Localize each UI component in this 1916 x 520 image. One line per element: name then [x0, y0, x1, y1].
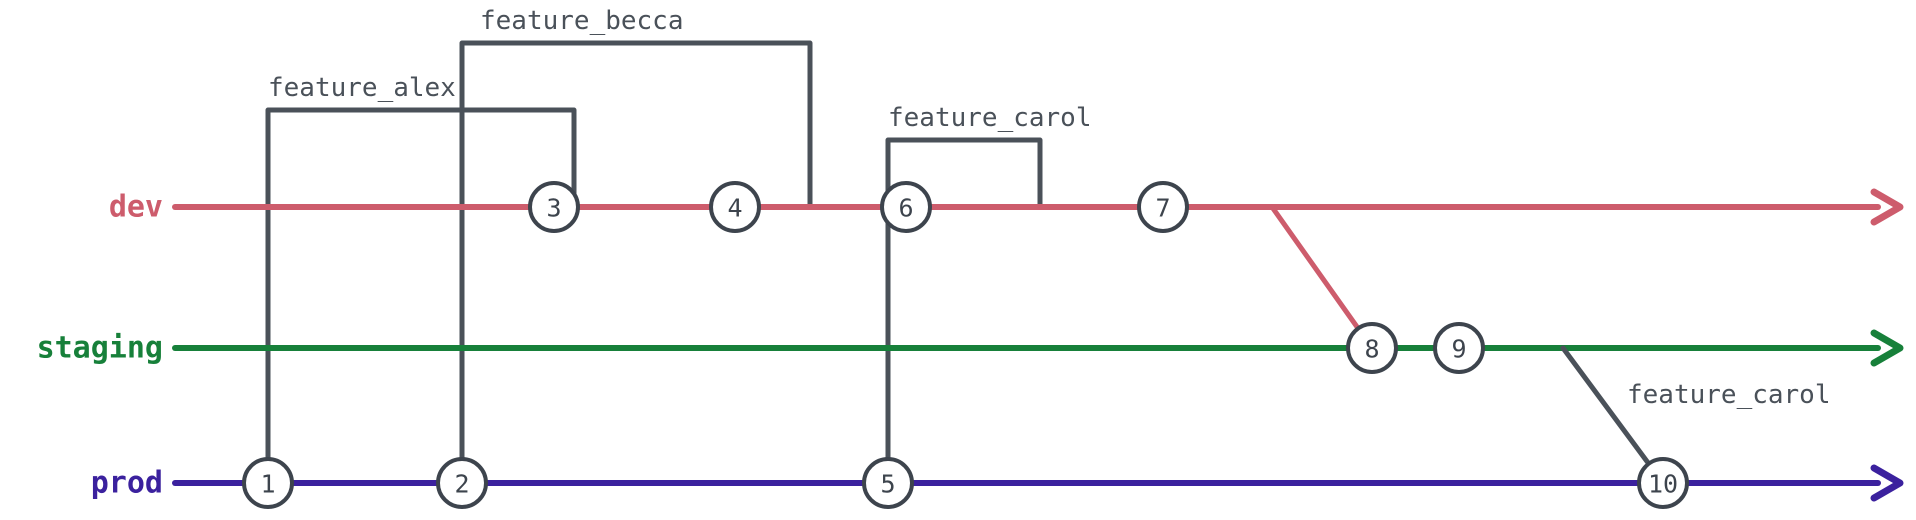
- merge-line-dev-to-staging: [1269, 204, 1375, 351]
- commit-hitbox-2[interactable]: [438, 459, 486, 507]
- lane-arrowhead-icon: [1870, 329, 1904, 367]
- commit-node-10[interactable]: [1637, 457, 1689, 509]
- commit-hitbox-3[interactable]: [530, 183, 578, 231]
- lane-label-prod: prod: [90, 465, 163, 501]
- commit-hitbox-8[interactable]: [1348, 324, 1396, 372]
- commit-hitbox-1[interactable]: [244, 459, 292, 507]
- commit-node-8[interactable]: [1346, 322, 1398, 374]
- commit-node-3[interactable]: [528, 181, 580, 233]
- lane-label-staging: staging: [36, 330, 163, 366]
- commit-hitbox-9[interactable]: [1435, 324, 1483, 372]
- lane-arrowhead-icon: [1870, 464, 1904, 502]
- commit-hitbox-6[interactable]: [882, 183, 930, 231]
- commit-hitbox-5[interactable]: [864, 459, 912, 507]
- commit-node-7[interactable]: [1137, 181, 1189, 233]
- lane-arrowhead-icon: [1870, 188, 1904, 226]
- branch-path-group: [265, 40, 1043, 486]
- branch-label-feature_becca: feature_becca: [480, 6, 684, 36]
- merge-line-group: [1269, 204, 1666, 486]
- commit-hitbox-7[interactable]: [1139, 183, 1187, 231]
- commit-node-5[interactable]: [862, 457, 914, 509]
- merge-line-staging-to-prod: [1560, 345, 1666, 486]
- commit-node-9[interactable]: [1433, 322, 1485, 374]
- branch-path-feature_alex: [265, 107, 577, 486]
- commit-node-6[interactable]: [880, 181, 932, 233]
- commit-node-2[interactable]: [436, 457, 488, 509]
- branch-path-feature_becca: [459, 40, 813, 486]
- commit-node-4[interactable]: [709, 181, 761, 233]
- branch-label-feature_carol: feature_carol: [888, 103, 1092, 133]
- commit-hitbox-4[interactable]: [711, 183, 759, 231]
- branch-label-feature_alex: feature_alex: [268, 73, 456, 103]
- lane-label-dev: dev: [108, 189, 163, 225]
- merge-label-staging-to-prod: feature_carol: [1627, 380, 1831, 410]
- commit-hitbox-10[interactable]: [1639, 459, 1687, 507]
- commit-node-1[interactable]: [242, 457, 294, 509]
- branch-path-feature_carol: [885, 137, 1043, 486]
- commit-node-group: [242, 181, 1689, 509]
